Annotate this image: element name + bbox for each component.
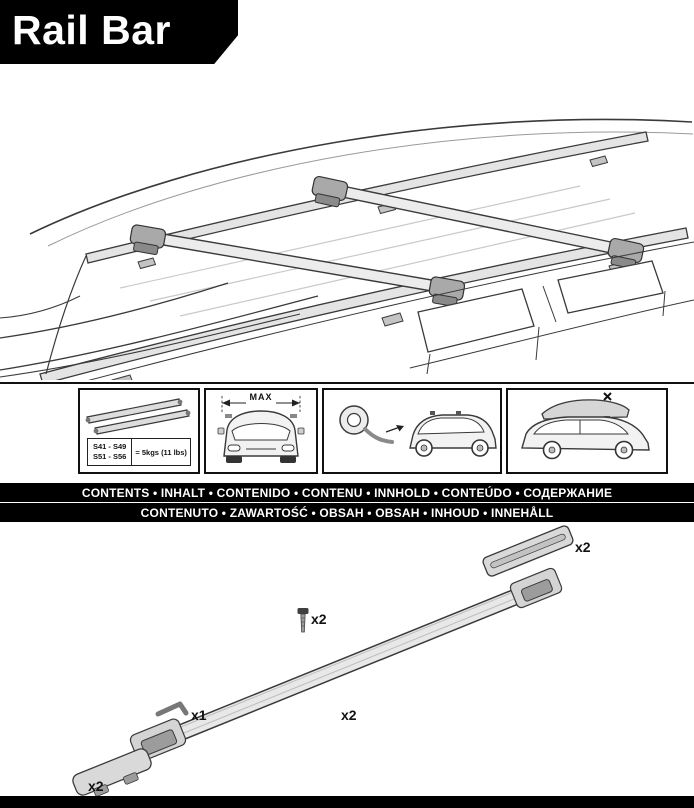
spec-table: S41 - S49 S51 - S56 = 5kgs (11 lbs) bbox=[87, 438, 191, 466]
panel-strip-install bbox=[322, 388, 502, 474]
front-crossbar bbox=[129, 224, 466, 308]
roof-far-edge bbox=[29, 118, 693, 235]
strip-roll-and-car-icon bbox=[339, 405, 497, 457]
bolt-icon bbox=[297, 608, 309, 633]
end-support-part bbox=[72, 748, 152, 796]
page-title: Rail Bar bbox=[12, 6, 171, 53]
bar-quantity: x2 bbox=[341, 707, 357, 723]
model-ranges: S41 - S49 S51 - S56 bbox=[88, 439, 133, 465]
allen-key-icon bbox=[155, 701, 189, 717]
panel-loaded-car bbox=[506, 388, 668, 474]
roof-installation-illustration bbox=[0, 66, 694, 389]
rail-bars-icon bbox=[85, 398, 191, 435]
cover-part bbox=[482, 525, 574, 577]
contents-banner-line-2: CONTENUTO • ZAWARTOŚĆ • OBSAH • OBSAH • … bbox=[0, 503, 694, 522]
top-end-clamp bbox=[509, 567, 563, 609]
max-label: MAX bbox=[249, 392, 273, 402]
end-support-quantity: x2 bbox=[88, 778, 104, 794]
car-roof-drawing bbox=[0, 118, 694, 389]
title-banner: Rail Bar bbox=[0, 0, 238, 64]
model-range-2: S51 - S56 bbox=[93, 452, 127, 461]
panel-max-width: MAX bbox=[204, 388, 318, 474]
allen-key-quantity: x1 bbox=[191, 707, 207, 723]
windshield-lines bbox=[0, 282, 319, 378]
bolt-quantity: x2 bbox=[311, 611, 327, 627]
parts-diagram: x2 x2 x1 x2 x2 bbox=[0, 524, 694, 796]
car-with-roof-box-icon bbox=[521, 392, 650, 460]
contents-banner-line-1: CONTENTS • INHALT • CONTENIDO • CONTENU … bbox=[0, 483, 694, 502]
weight-limit: = 5kgs (11 lbs) bbox=[135, 447, 187, 457]
model-range-1: S41 - S49 bbox=[93, 442, 127, 451]
crossbar-part bbox=[146, 577, 549, 753]
panel-bar-models: S41 - S49 S51 - S56 = 5kgs (11 lbs) bbox=[78, 388, 200, 474]
car-front-max-width-icon bbox=[217, 396, 305, 463]
bottom-rule bbox=[0, 796, 694, 808]
section-divider bbox=[0, 382, 694, 384]
cover-quantity: x2 bbox=[575, 539, 591, 555]
side-window-lines bbox=[59, 241, 694, 389]
parts-drawing bbox=[72, 525, 574, 796]
